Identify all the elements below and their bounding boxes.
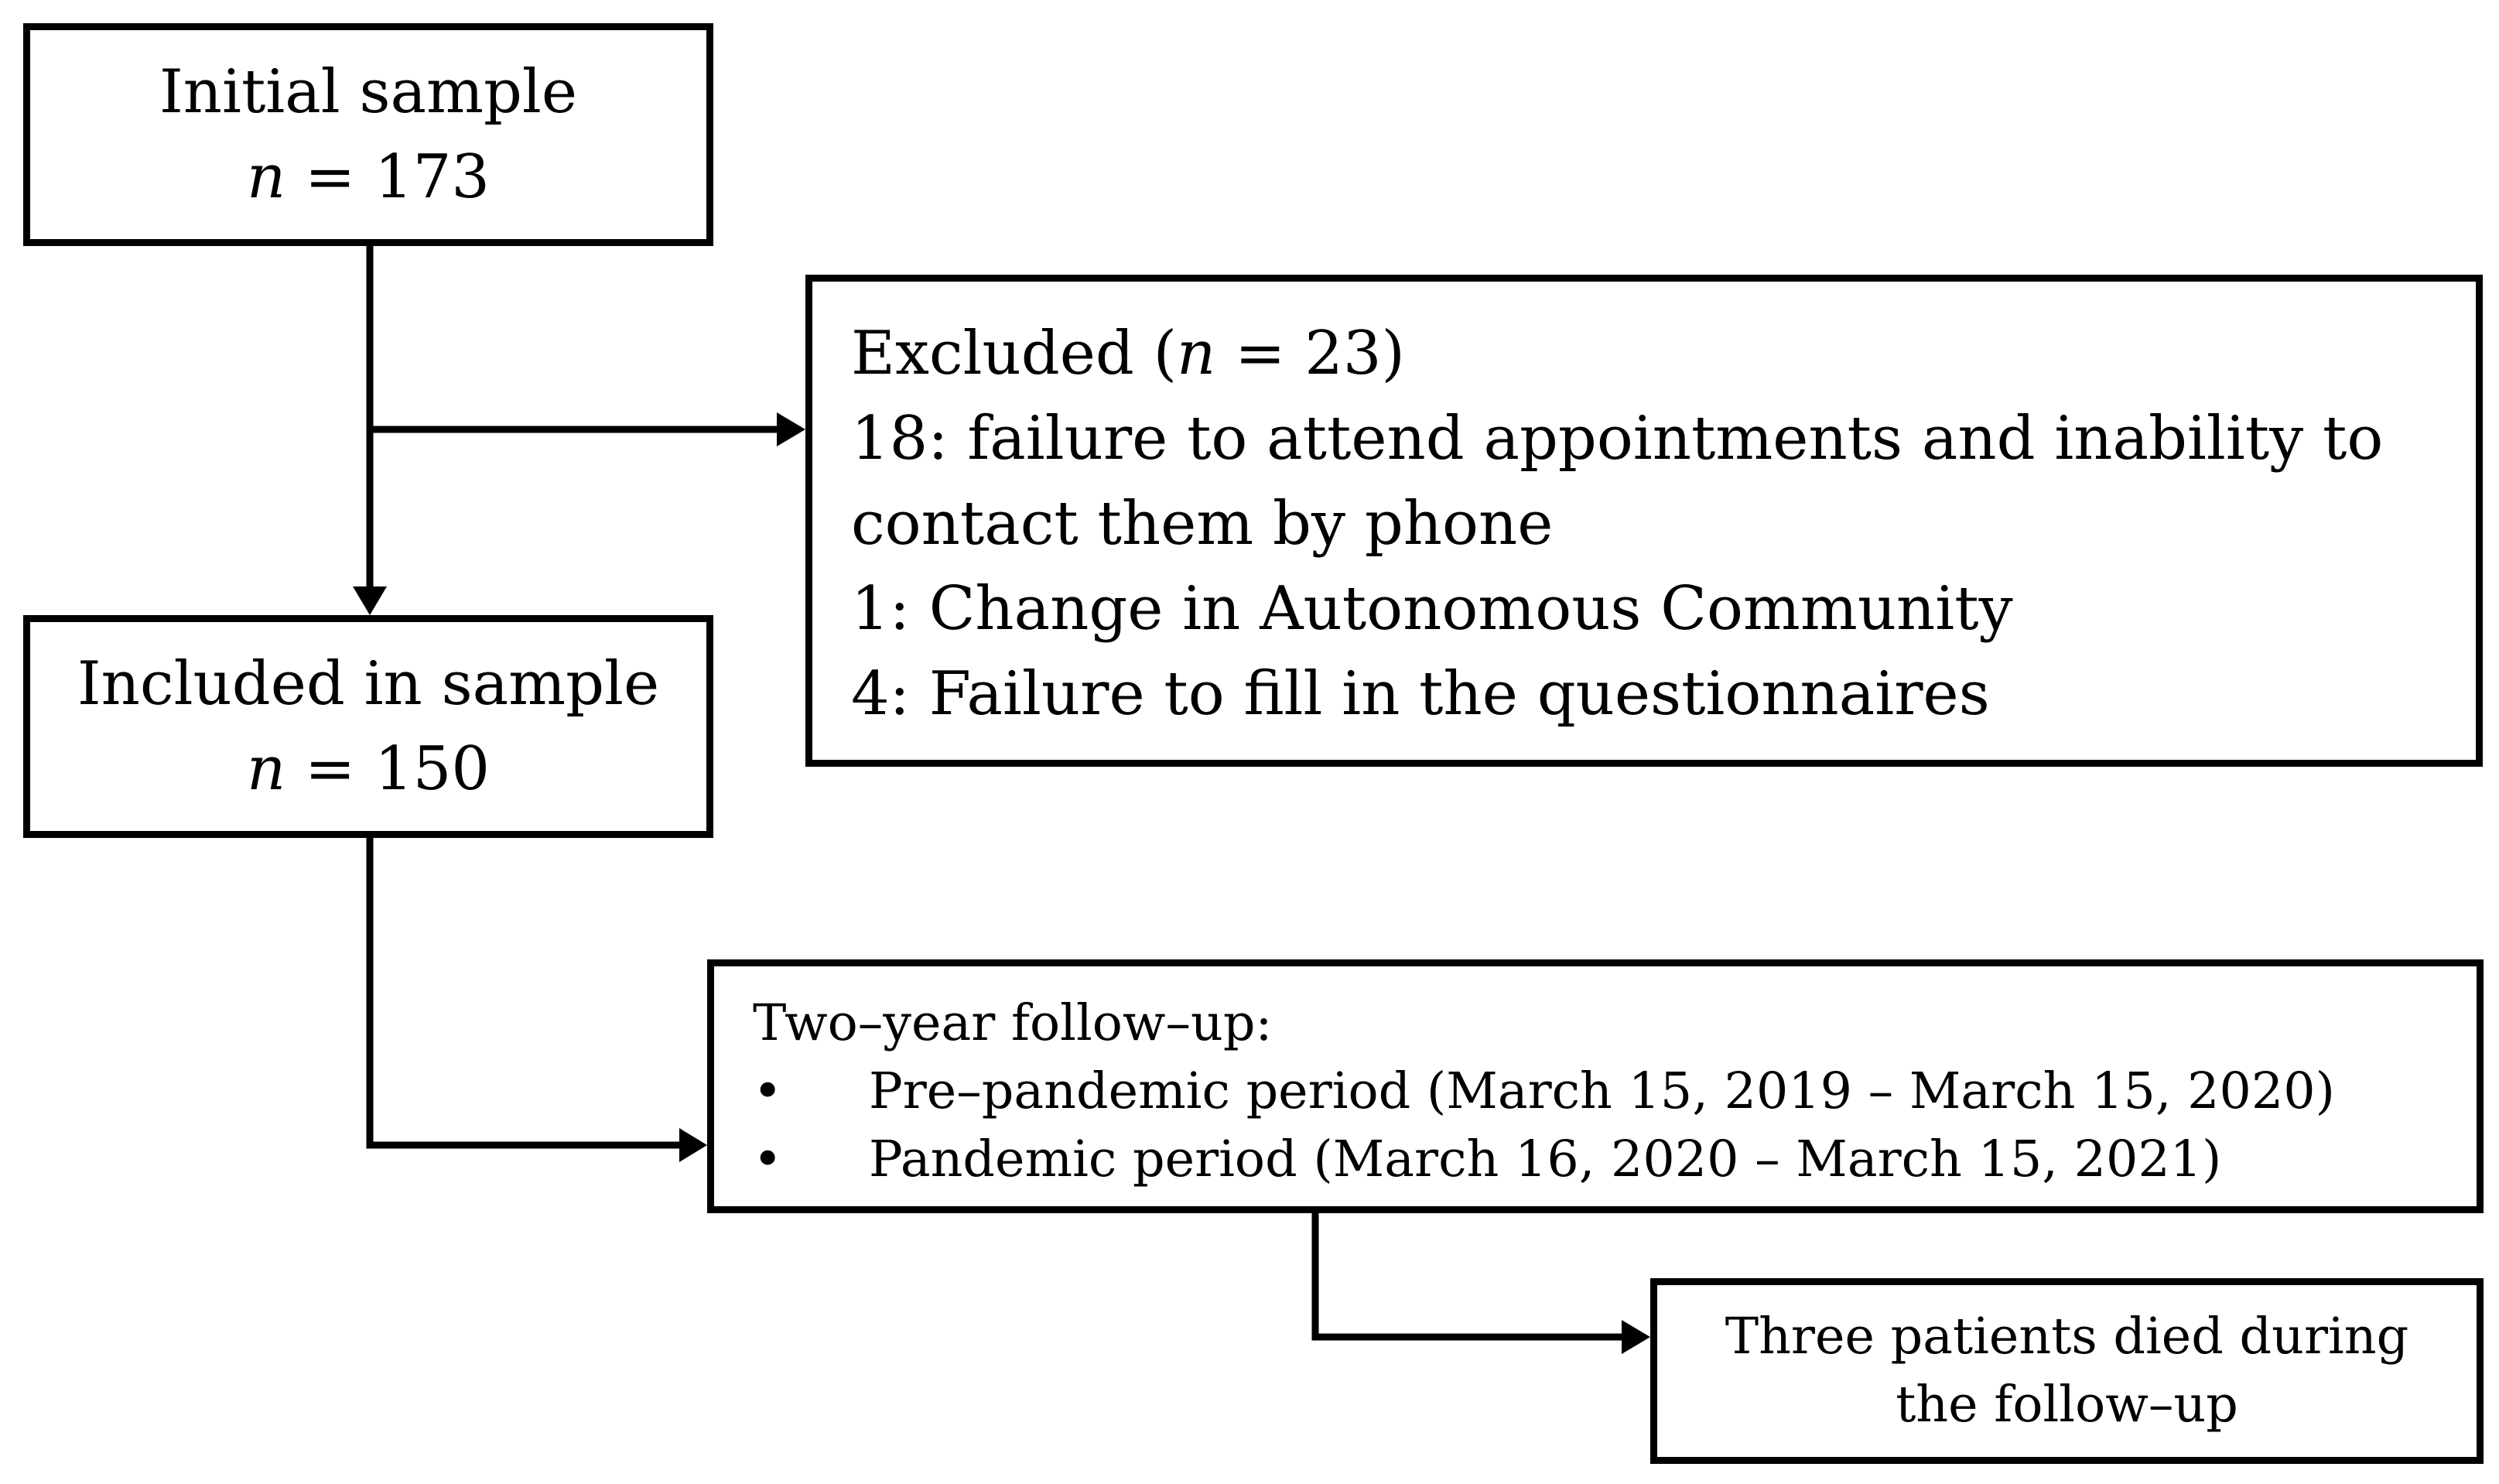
excluded-reason-1-cont: contact them by phone <box>851 489 1554 559</box>
followup-item-pandemic: • Pandemic period (March 16, 2020 – Marc… <box>753 1126 2477 1194</box>
arrowhead-died <box>1622 1320 1650 1354</box>
included-sample-box: Included in sample n = 150 <box>23 615 713 838</box>
excluded-reason-2: 1: Change in Autonomous Community <box>851 574 2013 644</box>
excluded-heading-suffix: = 23) <box>1215 319 1405 388</box>
excluded-heading: Excluded (n = 23) <box>851 311 2476 396</box>
followup-item-text: Pandemic period (March 16, 2020 – March … <box>869 1130 2222 1188</box>
included-n-value: = 150 <box>285 734 491 804</box>
included-sample-count: n = 150 <box>247 727 490 812</box>
initial-sample-box: Initial sample n = 173 <box>23 23 713 246</box>
arrowhead-followup <box>679 1128 707 1162</box>
followup-item-text: Pre–pandemic period (March 15, 2019 – Ma… <box>869 1062 2335 1120</box>
included-n-symbol: n <box>246 734 286 804</box>
bullet-icon: • <box>753 1130 783 1188</box>
followup-title: Two–year follow–up: <box>753 994 1273 1052</box>
connector-followup-to-died <box>1311 1213 1623 1341</box>
followup-item-prepandemic: • Pre–pandemic period (March 15, 2019 – … <box>753 1058 2477 1126</box>
arrowhead-excluded <box>777 412 805 446</box>
initial-sample-title: Initial sample <box>159 57 578 127</box>
deaths-line-2: the follow–up <box>1896 1376 2238 1434</box>
excluded-reason-1: 18: failure to attend appointments and i… <box>851 404 2384 474</box>
initial-n-value: = 173 <box>285 142 491 212</box>
connector-included-to-followup <box>366 838 681 1149</box>
deaths-box: Three patients died during the follow–up <box>1650 1278 2484 1464</box>
excluded-box: Excluded (n = 23) 18: failure to attend … <box>805 275 2483 767</box>
arrowhead-included <box>353 586 387 615</box>
excluded-heading-prefix: Excluded ( <box>851 319 1178 388</box>
excluded-n-symbol: n <box>1177 319 1216 388</box>
bullet-icon: • <box>753 1062 783 1120</box>
included-sample-title: Included in sample <box>77 649 660 719</box>
initial-n-symbol: n <box>246 142 286 212</box>
initial-sample-count: n = 173 <box>247 135 490 220</box>
followup-box: Two–year follow–up: • Pre–pandemic perio… <box>707 959 2484 1213</box>
excluded-reason-3: 4: Failure to fill in the questionnaires <box>851 659 1990 729</box>
deaths-line-1: Three patients died during <box>1725 1308 2409 1366</box>
